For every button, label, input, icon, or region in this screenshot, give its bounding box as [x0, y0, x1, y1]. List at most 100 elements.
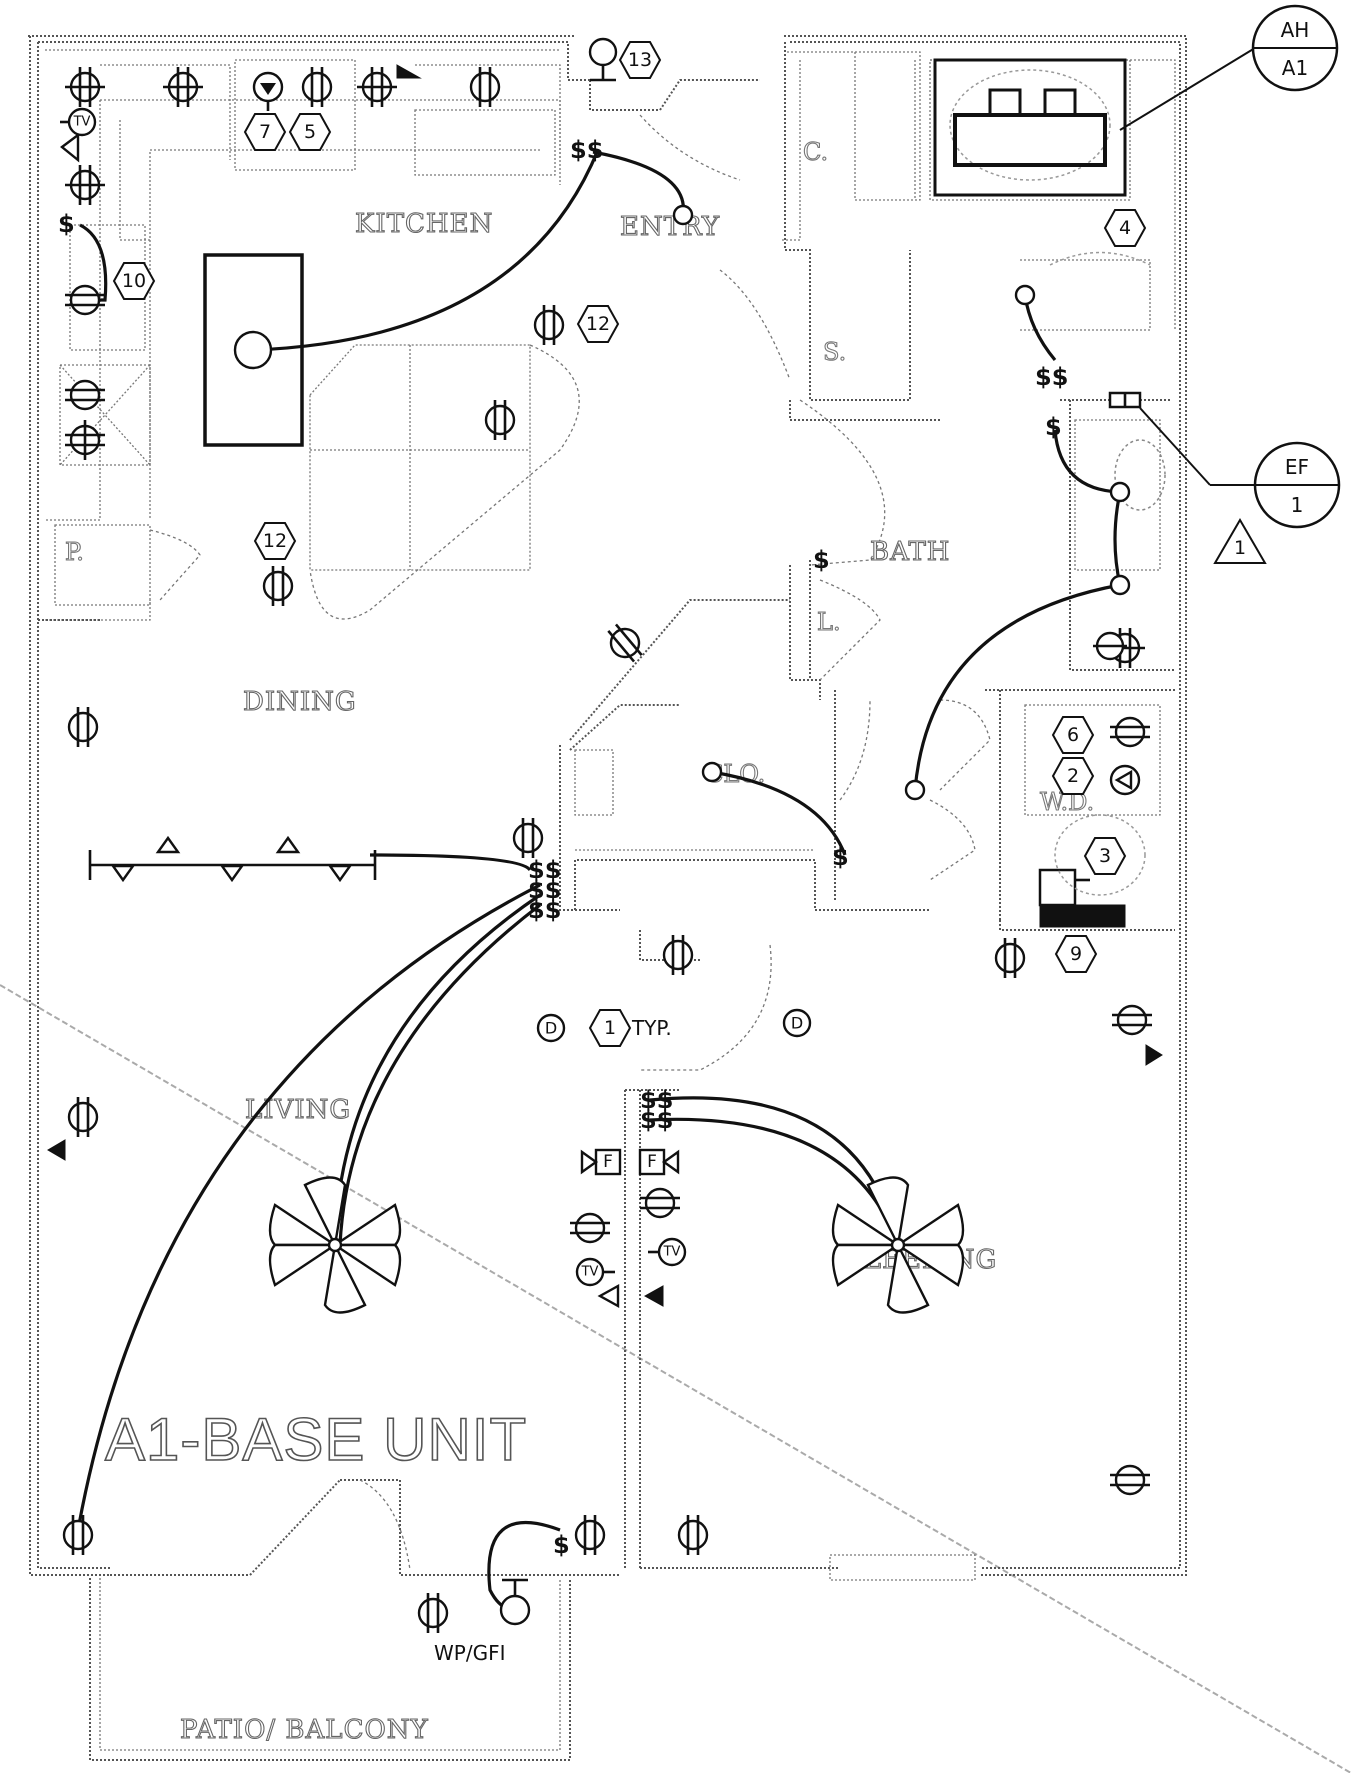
exterior-light-entry [588, 37, 618, 67]
room-label-linen: L. [817, 608, 841, 636]
receptacle [62, 1515, 94, 1555]
water-heater-platform [1039, 904, 1126, 928]
svg-text:10: 10 [122, 270, 146, 292]
circuit-disposal [79, 223, 108, 302]
switch-living-3: $$ [528, 896, 561, 924]
ceiling-light-entry [672, 204, 694, 226]
room-labels: KITCHEN ENTRY C. S. BATH L. P. DINING CL… [64, 137, 1094, 1745]
switch-clo: $ [832, 843, 849, 871]
receptacle [512, 818, 544, 858]
svg-text:EF: EF [1285, 455, 1309, 479]
svg-text:TV: TV [581, 1265, 599, 1280]
circuit-bath-2 [1113, 491, 1122, 586]
receptacle-gfi [65, 165, 105, 205]
switch-bath: $ [1045, 413, 1062, 441]
receptacle [484, 400, 516, 440]
receptacle [469, 67, 501, 107]
switch-patio: $ [553, 1531, 570, 1559]
ceiling-lights [233, 37, 1131, 1626]
disconnect-box [1038, 868, 1077, 907]
data-outlet-partition-right [643, 1285, 664, 1307]
receptacle [65, 284, 105, 316]
svg-text:1: 1 [1234, 537, 1246, 559]
svg-text:D: D [545, 1019, 557, 1038]
walls [28, 35, 1187, 1761]
keynote-tags: 13 7 5 10 4 12 12 6 2 3 9 1 TYP. WP/GFI [112, 41, 1147, 1665]
circuit-patio [487, 1520, 561, 1612]
circuit-clo [711, 770, 847, 856]
ceiling-light-island [233, 330, 273, 370]
svg-text:6: 6 [1067, 724, 1079, 746]
receptacle [662, 935, 694, 975]
circuit-living-outlet [76, 883, 541, 1531]
receptacle [67, 1097, 99, 1137]
callouts: AH A1 EF 1 1 [1119, 4, 1341, 564]
svg-text:F: F [603, 1152, 613, 1172]
receptacle-gfi [65, 67, 105, 107]
switch-bath-double: $$ [1035, 363, 1068, 391]
smoke-detector-hall: D [782, 1008, 812, 1038]
switch-entry: $$ [570, 136, 603, 164]
ceiling-fan-living [268, 1176, 402, 1314]
unit-title: A1-BASE UNIT [105, 1406, 527, 1473]
tag-5: 5 [288, 113, 332, 151]
ceiling-light-wd [904, 779, 926, 801]
receptacle [607, 623, 643, 663]
room-label-dining: DINING [243, 687, 357, 717]
fire-alarm-devices: F F [580, 1148, 680, 1176]
receptacle [67, 707, 99, 747]
room-label-entry: ENTRY [620, 212, 720, 242]
switch-linen: $ [813, 546, 830, 574]
data-outlet-kitchen-wall [60, 132, 80, 163]
receptacle [301, 67, 333, 107]
svg-text:12: 12 [263, 530, 287, 552]
svg-text:4: 4 [1119, 217, 1131, 239]
switch-living-1: $$ [528, 856, 561, 884]
svg-text:D: D [791, 1014, 803, 1033]
switch-sleeping-1: $$ [640, 1086, 673, 1114]
tag-12b: 12 [253, 522, 297, 560]
svg-text:AH: AH [1281, 18, 1310, 42]
fire-alarm-right: F [638, 1148, 680, 1176]
smoke-detector-living: D [536, 1013, 566, 1043]
tag-2: 2 [1051, 757, 1095, 795]
receptacles [62, 67, 1152, 1633]
svg-text:3: 3 [1099, 845, 1111, 867]
circuit-island [252, 149, 600, 352]
switch-disposal: $ [58, 210, 75, 238]
svg-text:A1: A1 [1282, 56, 1308, 80]
room-label-closet-s: S. [823, 338, 846, 366]
switch-living-2: $$ [528, 876, 561, 904]
svg-text:5: 5 [304, 121, 316, 143]
svg-text:2: 2 [1067, 765, 1079, 787]
room-label-pantry: P. [65, 538, 84, 566]
receptacle-gfi [357, 67, 397, 107]
tv-outlet-partition-left: TV [575, 1257, 615, 1287]
typ-note: TYP. [631, 1016, 672, 1040]
svg-text:9: 9 [1070, 943, 1082, 965]
air-handler-enclosure [933, 58, 1127, 197]
ceiling-light-vanity [1014, 284, 1036, 306]
circuit-fan-living-2 [338, 903, 541, 1246]
receptacle [994, 938, 1026, 978]
circuit-bath-1 [1053, 429, 1121, 494]
dryer-outlet [1109, 764, 1141, 796]
receptacle-gfi [65, 420, 105, 460]
callout-ef-1: EF 1 [1253, 441, 1341, 529]
tag-12a: 12 [576, 305, 620, 343]
ceiling-light-clo [701, 761, 723, 783]
svg-text:1: 1 [1291, 493, 1304, 517]
switches: $$ $ $$ $ $ $ $$ $$ $$ $$ $$ $ [58, 136, 1068, 1559]
tv-outlet-kitchen: TV [60, 107, 97, 137]
receptacle [262, 566, 294, 606]
ceiling-light-bath-1 [1109, 481, 1131, 503]
kitchen-island [203, 253, 304, 447]
receptacle [65, 379, 105, 411]
tag-6: 6 [1051, 716, 1095, 754]
svg-text:TV: TV [663, 1245, 681, 1260]
air-handler-unit [953, 113, 1107, 167]
receptacle-gfi [163, 67, 203, 107]
wp-gfi-note: WP/GFI [434, 1641, 505, 1665]
switch-sleeping-2: $$ [640, 1106, 673, 1134]
